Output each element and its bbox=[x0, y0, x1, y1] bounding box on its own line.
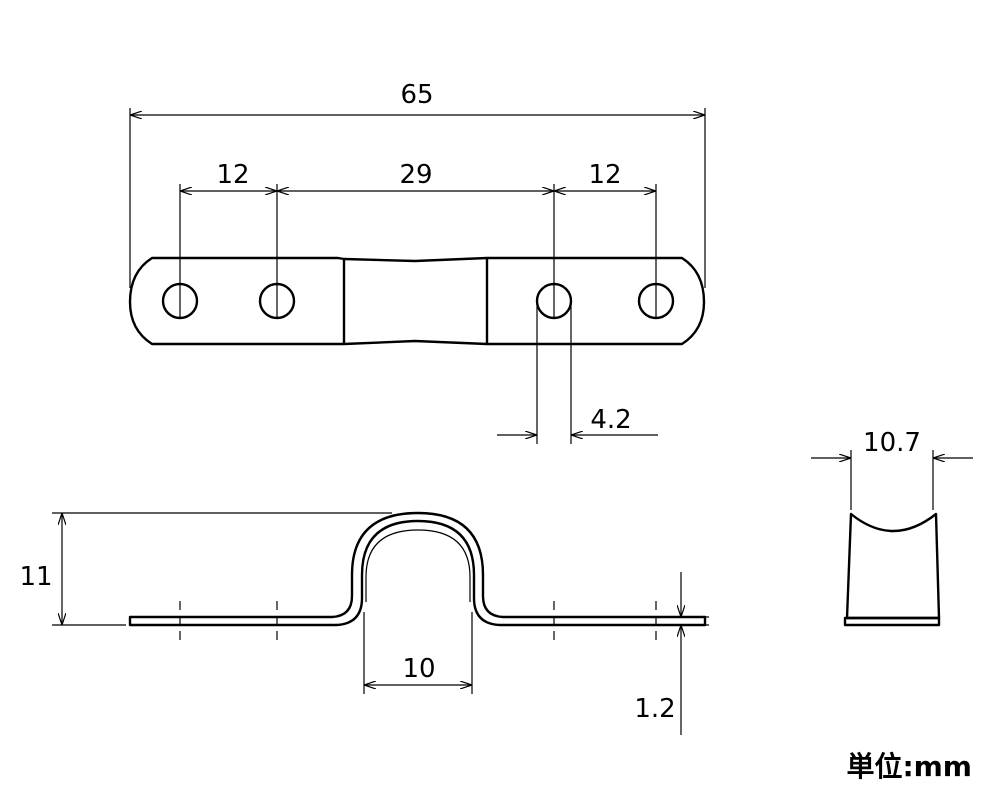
dimension-thickness: 1.2 bbox=[634, 572, 709, 735]
overall-length-label: 65 bbox=[400, 80, 433, 110]
dimension-hole-diameter: 4.2 bbox=[497, 304, 658, 444]
strap-side-outline bbox=[845, 512, 941, 620]
hole-pitch-left-label: 12 bbox=[216, 160, 249, 190]
thickness-label: 1.2 bbox=[634, 694, 675, 724]
hole-pitch-right-label: 12 bbox=[588, 160, 621, 190]
dimension-height: 11 bbox=[19, 512, 392, 626]
dimension-side-width: 10.7 bbox=[811, 428, 973, 510]
side-view bbox=[843, 512, 941, 627]
hole-diameter-label: 4.2 bbox=[590, 405, 631, 435]
unit-label: 単位:mm bbox=[846, 750, 972, 783]
strap-side-base bbox=[843, 616, 941, 627]
front-view bbox=[128, 511, 707, 646]
center-span-label: 29 bbox=[399, 160, 432, 190]
arch-width-label: 10 bbox=[402, 654, 435, 684]
strap-top-outline bbox=[128, 256, 706, 346]
dimension-overall-length: 65 bbox=[129, 80, 706, 288]
height-label: 11 bbox=[19, 562, 52, 592]
arch-inner-edge bbox=[365, 529, 471, 602]
dimension-hole-pitch: 12 29 12 bbox=[179, 160, 657, 318]
side-width-label: 10.7 bbox=[863, 428, 921, 458]
dimension-arch-width: 10 bbox=[363, 612, 473, 694]
top-view bbox=[128, 256, 706, 346]
